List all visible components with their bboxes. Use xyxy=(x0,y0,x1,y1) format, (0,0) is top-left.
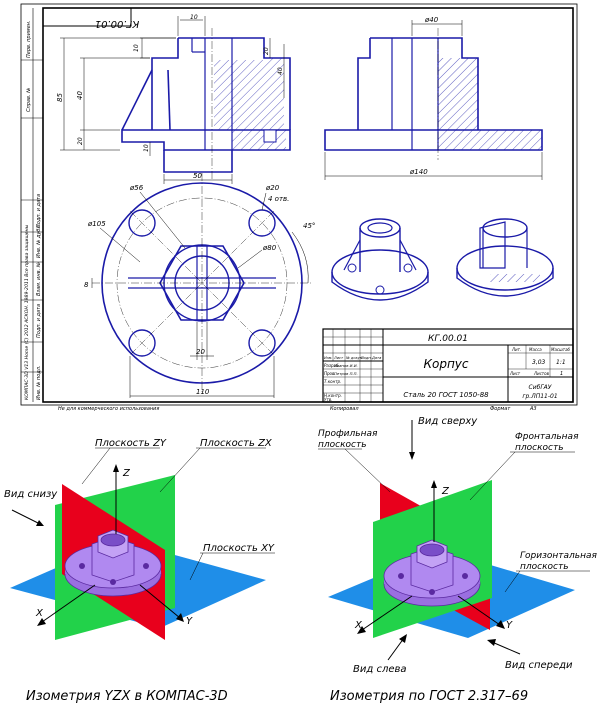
label-frontal-2: плоскость xyxy=(515,443,564,453)
tb-row-1: Пров. xyxy=(324,371,336,376)
label-horizontal-2: плоскость xyxy=(520,562,569,572)
label-plane-zy: Плоскость ZY xyxy=(95,438,167,449)
side-label-0: Перв. примен. xyxy=(26,20,32,58)
title-block: КГ.00.01 Корпус Сталь 20 ГОСТ 1050-88 Из… xyxy=(322,328,574,403)
side-label-5: Подп. и дата xyxy=(36,304,42,338)
left-isometric: Z X Y Плоскость ZY Плоскость ZX Плоскост… xyxy=(4,438,275,704)
tb-row-2: Т.контр. xyxy=(324,379,341,384)
license-note: Не для коммерческого использования xyxy=(58,406,159,412)
tb-row-3: Н.контр. xyxy=(324,393,342,398)
software-note: КОМПАС-3D V13 Home (С) 2012 АСКОН. 1989-… xyxy=(24,224,30,400)
side-label-3: Инв. № дубл. xyxy=(36,224,42,258)
right-axis-z: Z xyxy=(441,486,450,497)
tb-scale-label: Масштаб xyxy=(551,347,571,352)
dim-20-right: 20 xyxy=(263,47,270,55)
dim-50: 50 xyxy=(193,172,202,180)
dim-20-left: 20 xyxy=(77,137,84,145)
left-part xyxy=(64,529,162,597)
dim-phi40: ø40 xyxy=(424,16,439,24)
label-plane-zx: Плоскость ZX xyxy=(200,438,273,449)
tb-sheet-label: Лист xyxy=(509,371,521,376)
tb-name: Корпус xyxy=(423,357,468,371)
label-view-front: Вид спереди xyxy=(505,660,573,671)
side-label-6: Инв. № подл. xyxy=(36,366,42,401)
side-view: ø40 ø140 xyxy=(324,16,543,180)
format-value: A3 xyxy=(529,406,537,412)
label-horizontal-1: Горизонтальная xyxy=(520,551,597,561)
dim-10-left: 10 xyxy=(133,44,140,52)
dim-10-bottom: 10 xyxy=(143,144,150,152)
dim-phi56: ø56 xyxy=(129,184,144,192)
tb-designation: КГ.00.01 xyxy=(428,334,468,344)
tb-org-1: СибГАУ xyxy=(529,384,552,391)
dim-phi140: ø140 xyxy=(409,168,428,176)
left-caption: Изометрия YZX в КОМПАС-3D xyxy=(26,689,228,704)
sheet-inner-frame xyxy=(42,7,574,403)
sheet-3d-view-2 xyxy=(456,218,554,297)
drawing-sheet: Перв. примен. Справ. № Подп. и дата Инв.… xyxy=(20,3,578,412)
side-label-4: Взам. инв. № xyxy=(36,262,42,296)
dim-110: 110 xyxy=(196,388,210,396)
tb-col-1: Лист xyxy=(333,356,344,360)
dim-phi80: ø80 xyxy=(262,244,277,252)
tb-row-0: Разраб. xyxy=(324,363,340,368)
tb-lit-label: Лит. xyxy=(511,347,521,352)
plan-view: ø56 ø20 4 отв. 45° ø105 ø80 8 20 110 xyxy=(84,173,315,398)
dim-85: 85 xyxy=(56,93,64,102)
mirrored-code: КГ.00.01 xyxy=(95,18,139,29)
right-caption: Изометрия по ГОСТ 2.317–69 xyxy=(330,689,528,704)
label-view-left: Вид слева xyxy=(353,664,407,675)
dim-40-right: 40 xyxy=(277,67,284,75)
tb-sheets-value: 1 xyxy=(560,371,563,377)
label-view-bottom: Вид снизу xyxy=(4,489,58,500)
right-isometric: Z X Y Профильная плоскость Вид сверху Фр… xyxy=(318,416,597,704)
right-axis-x: X xyxy=(354,620,363,631)
copied-label: Копировал xyxy=(330,406,359,412)
tb-col-2: № докум. xyxy=(345,356,364,360)
tb-checker: Петров П.П. xyxy=(334,371,358,376)
tb-row-4: Утв. xyxy=(324,397,332,402)
label-profile-2: плоскость xyxy=(318,440,367,450)
label-view-top: Вид сверху xyxy=(418,416,478,427)
left-axis-y: Y xyxy=(186,616,193,627)
right-part xyxy=(383,539,481,607)
format-label: Формат xyxy=(490,406,511,412)
dim-10-top: 10 xyxy=(190,14,198,21)
left-axis-z: Z xyxy=(122,468,131,479)
front-view: 10 10 20 40 85 40 20 10 50 xyxy=(56,14,291,184)
sheet-outer-frame xyxy=(20,3,578,406)
tb-col-0: Изм. xyxy=(324,356,332,360)
sheet-3d-view-1 xyxy=(331,218,429,301)
label-plane-xy: Плоскость XY xyxy=(203,543,275,554)
right-axis-y: Y xyxy=(506,620,513,631)
side-label-1: Справ. № xyxy=(26,88,32,112)
tb-col-3: Подп. xyxy=(361,356,372,360)
dim-40-left: 40 xyxy=(76,91,84,100)
label-frontal-1: Фронтальная xyxy=(515,432,579,442)
dim-20-plan: 20 xyxy=(196,348,205,356)
dim-holes: 4 отв. xyxy=(268,195,289,203)
dim-angle45: 45° xyxy=(303,222,315,230)
tb-mass-value: 3,03 xyxy=(532,359,546,366)
tb-mass-label: Масса xyxy=(529,347,542,352)
tb-col-4: Дата xyxy=(371,356,381,360)
tb-developer: Иванов И.И. xyxy=(334,363,358,368)
left-axis-x: X xyxy=(35,608,44,619)
tb-org-2: гр.ЛП11-01 xyxy=(522,393,557,400)
tb-scale-value: 1:1 xyxy=(556,359,566,366)
tb-sheets-label: Листов xyxy=(533,371,550,376)
dim-phi105: ø105 xyxy=(87,220,106,228)
dim-8: 8 xyxy=(84,281,89,289)
dim-phi20: ø20 xyxy=(265,184,280,192)
side-label-2: Подп. и дата xyxy=(36,194,42,228)
tb-material: Сталь 20 ГОСТ 1050-88 xyxy=(403,391,489,399)
label-profile-1: Профильная xyxy=(318,429,378,439)
